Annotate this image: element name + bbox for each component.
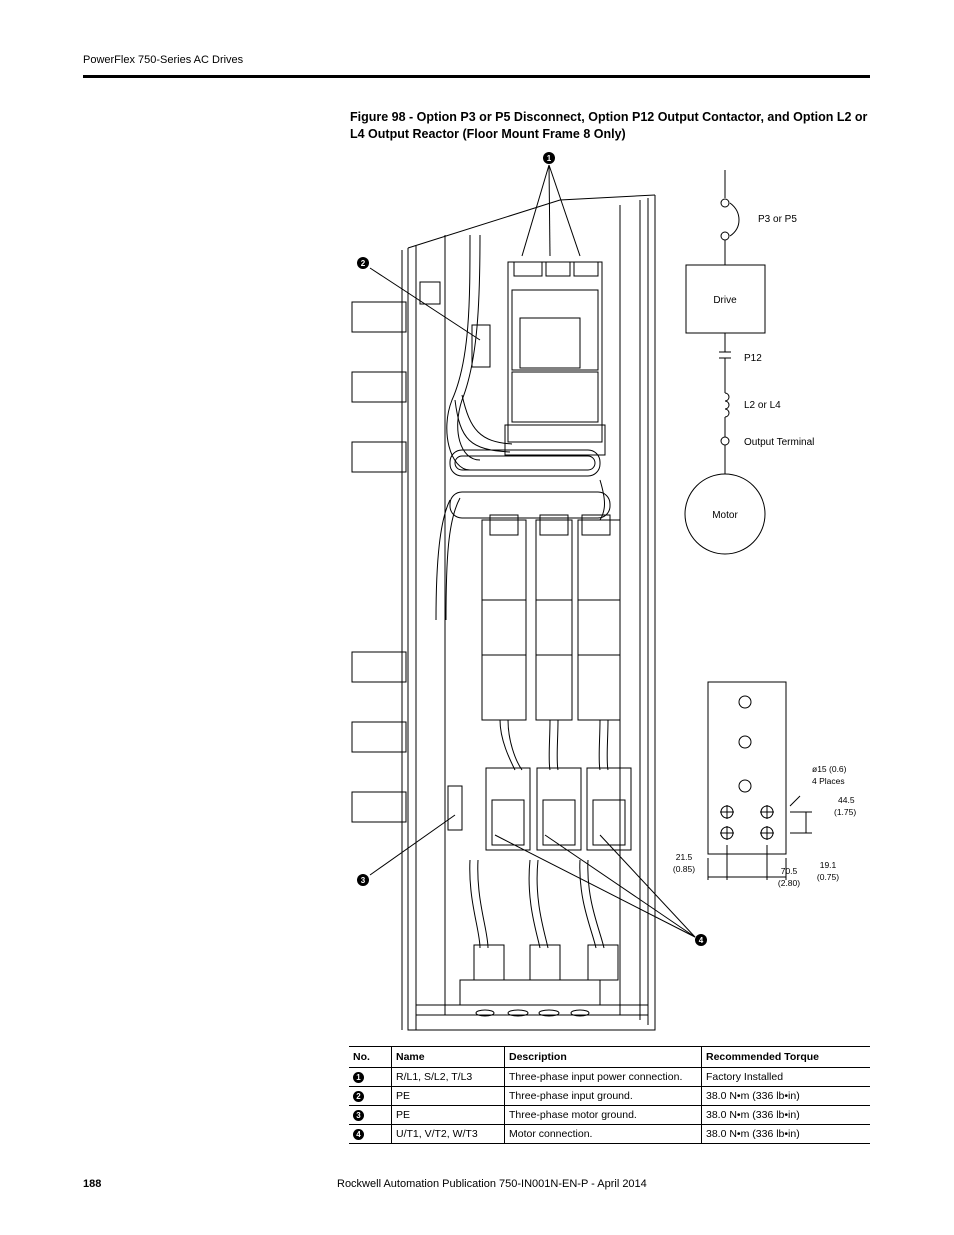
figure-title: Figure 98 - Option P3 or P5 Disconnect, …: [350, 110, 868, 141]
row-torque-cell: 38.0 N•m (336 lb•in): [701, 1086, 870, 1106]
dim-d-mm: 19.1: [820, 860, 837, 870]
callout-badge: 2: [353, 1091, 364, 1102]
one-line-schematic: [684, 170, 766, 555]
connection-table: No. Name Description Recommended Torque …: [349, 1046, 870, 1144]
callout-leaders: [369, 164, 696, 938]
row-description-cell: Three-phase input ground.: [504, 1086, 702, 1106]
row-no-cell: 2: [349, 1086, 392, 1106]
publication-footer: Rockwell Automation Publication 750-IN00…: [337, 1178, 647, 1190]
header-rule: [83, 75, 870, 78]
dim-c-in: (2.80): [778, 878, 800, 888]
row-name-cell: R/L1, S/L2, T/L3: [391, 1067, 505, 1087]
table-row: 3 PE Three-phase motor ground. 38.0 N•m …: [349, 1105, 870, 1125]
cabinet-drawing: [351, 194, 656, 1031]
col-header-name: Name: [391, 1046, 505, 1068]
hole-note: ø15 (0.6): [812, 764, 847, 774]
callout-markers: 1 2 3 4: [357, 152, 707, 946]
page-number: 188: [83, 1178, 102, 1190]
col-header-description: Description: [504, 1046, 702, 1068]
row-no-cell: 4: [349, 1124, 392, 1144]
dim-a-in: (1.75): [834, 807, 856, 817]
col-header-no: No.: [349, 1046, 392, 1068]
row-description-cell: Three-phase motor ground.: [504, 1105, 702, 1125]
table-row: 2 PE Three-phase input ground. 38.0 N•m …: [349, 1086, 870, 1106]
row-name-cell: U/T1, V/T2, W/T3: [391, 1124, 505, 1144]
row-no-cell: 3: [349, 1105, 392, 1125]
table-header-row: No. Name Description Recommended Torque: [349, 1046, 870, 1068]
drive-label: Drive: [713, 295, 737, 306]
callout-number-1: 1: [547, 154, 552, 163]
callout-marker-2: [357, 257, 369, 269]
row-no-cell: 1: [349, 1067, 392, 1087]
contactor-label: P12: [744, 353, 762, 364]
table-row: 1 R/L1, S/L2, T/L3 Three-phase input pow…: [349, 1067, 870, 1087]
row-torque-cell: 38.0 N•m (336 lb•in): [701, 1105, 870, 1125]
callout-badge: 3: [353, 1110, 364, 1121]
wiring-diagram: 1 2 3 4 P3 or P5 Drive P12 L2 or L4 Outp…: [351, 152, 856, 1031]
callout-number-3: 3: [361, 876, 366, 885]
dim-a-mm: 44.5: [838, 795, 855, 805]
terminal-detail: [707, 681, 812, 880]
reactor-label: L2 or L4: [744, 400, 781, 411]
motor-label: Motor: [712, 510, 738, 521]
col-header-torque: Recommended Torque: [701, 1046, 870, 1068]
row-name-cell: PE: [391, 1105, 505, 1125]
dim-c-mm: 70.5: [781, 866, 798, 876]
disconnect-label: P3 or P5: [758, 214, 797, 225]
callout-marker-3: [357, 874, 369, 886]
dim-b-in: (0.85): [673, 864, 695, 874]
row-name-cell: PE: [391, 1086, 505, 1106]
callout-number-4: 4: [699, 936, 704, 945]
row-description-cell: Motor connection.: [504, 1124, 702, 1144]
dim-d-in: (0.75): [817, 872, 839, 882]
hole-note-places: 4 Places: [812, 776, 845, 786]
callout-number-2: 2: [361, 259, 366, 268]
running-header: PowerFlex 750-Series AC Drives: [83, 54, 244, 66]
row-description-cell: Three-phase input power connection.: [504, 1067, 702, 1087]
table-row: 4 U/T1, V/T2, W/T3 Motor connection. 38.…: [349, 1124, 870, 1144]
callout-marker-4: [695, 934, 707, 946]
output-terminal-label: Output Terminal: [744, 437, 814, 448]
callout-marker-1: [543, 152, 555, 164]
callout-badge: 1: [353, 1072, 364, 1083]
row-torque-cell: 38.0 N•m (336 lb•in): [701, 1124, 870, 1144]
dim-b-mm: 21.5: [676, 852, 693, 862]
callout-badge: 4: [353, 1129, 364, 1140]
row-torque-cell: Factory Installed: [701, 1067, 870, 1087]
